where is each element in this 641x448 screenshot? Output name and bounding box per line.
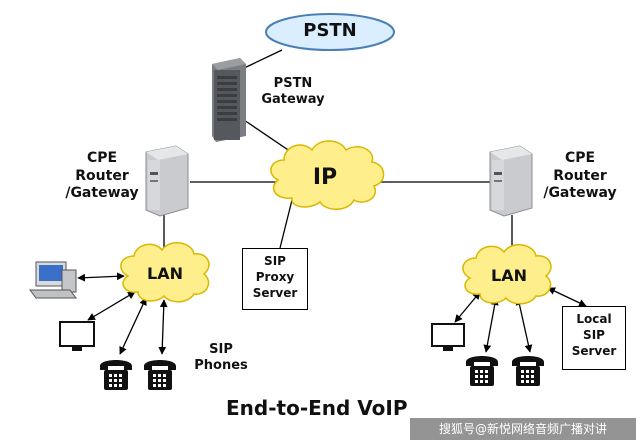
telephone-icon [466,356,498,386]
desktop-computer-icon [29,261,77,299]
lan-left-label: LAN [147,264,183,283]
local-sip-line3: Server [571,344,617,359]
connection-lines [77,49,587,355]
telephone-icon [512,356,544,386]
monitor-icon [59,321,95,351]
arrow-phone1-lan-left [119,297,147,355]
pstn-gateway-line2: Gateway [261,92,325,108]
pstn-label: PSTN [303,20,357,41]
pstn-gateway-line1: PSTN [273,76,313,91]
arrow-phone1-lan-right [483,297,499,353]
local-sip-line1: Local [576,312,612,326]
arrow-phone2-lan-left [158,299,168,355]
sip-proxy-line2: Proxy [255,270,295,285]
sip-proxy-line3: Server [252,286,298,301]
lan-right-label: LAN [491,266,527,285]
line-ip-sip-proxy [279,199,293,249]
lan-cloud-left [120,242,210,303]
arrow-monitor-lan-right [454,291,481,323]
cpe-left-line2: Router [75,167,129,184]
sip-proxy-line1: SIP [264,254,286,268]
sip-proxy-server-box: SIP Proxy Server [242,248,308,310]
arrow-phone2-lan-right [515,297,533,353]
pstn-gateway-label: PSTN Gateway [250,76,336,109]
telephone-icon [144,360,176,390]
pstn-ellipse [265,13,395,51]
arrow-pc-lan [77,272,125,282]
monitor-icon [431,323,465,351]
arrow-lan-local-sip [547,287,587,307]
cpe-right-label: CPE Router /Gateway [530,150,630,203]
lan-cloud-right [462,244,552,305]
ip-label: IP [312,165,338,190]
cpe-left-label: CPE Router /Gateway [52,150,152,203]
telephone-icon [100,360,132,390]
cpe-left-line1: CPE [86,150,118,166]
line-pstn-gateway [239,49,283,71]
cpe-router-icon [145,145,189,217]
sip-phones-line1: SIP [209,342,233,357]
sip-phones-label: SIP Phones [186,342,256,375]
cpe-router-icon [489,145,533,217]
diagram-title: End-to-End VoIP [226,396,408,420]
cpe-right-line1: CPE [564,150,596,166]
local-sip-server-box: Local SIP Server [562,306,626,370]
cpe-right-line3: /Gateway [543,185,617,201]
server-tower-icon [212,58,246,142]
local-sip-line2: SIP [583,328,605,343]
ip-cloud [270,140,385,210]
cpe-left-line3: /Gateway [65,185,139,201]
watermark-text: 搜狐号@新悦网络音频广播对讲 [410,418,636,440]
cpe-right-line2: Router [553,167,607,184]
sip-phones-line2: Phones [194,358,248,374]
arrow-monitor-lan-left [87,291,136,321]
